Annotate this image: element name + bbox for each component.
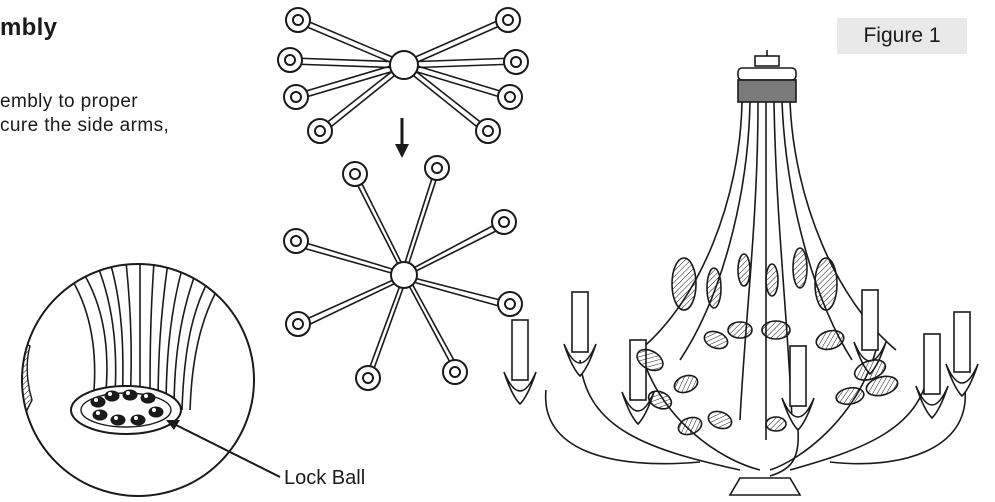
chandelier-illustration xyxy=(503,50,979,496)
arm-hub-diagram-after xyxy=(283,155,523,391)
figure-label: Figure 1 xyxy=(837,18,967,54)
instruction-line-1: embly to proper xyxy=(0,91,139,112)
lock-ball-detail xyxy=(21,263,281,497)
section-heading: mbly xyxy=(0,14,58,41)
lock-ball-callout: Lock Ball xyxy=(284,467,366,489)
instruction-line-2: cure the side arms, xyxy=(0,115,170,136)
arm-hub-diagram-before xyxy=(277,7,529,144)
down-arrow-icon xyxy=(395,118,409,158)
instruction-text: embly to proper cure the side arms, xyxy=(0,90,169,138)
